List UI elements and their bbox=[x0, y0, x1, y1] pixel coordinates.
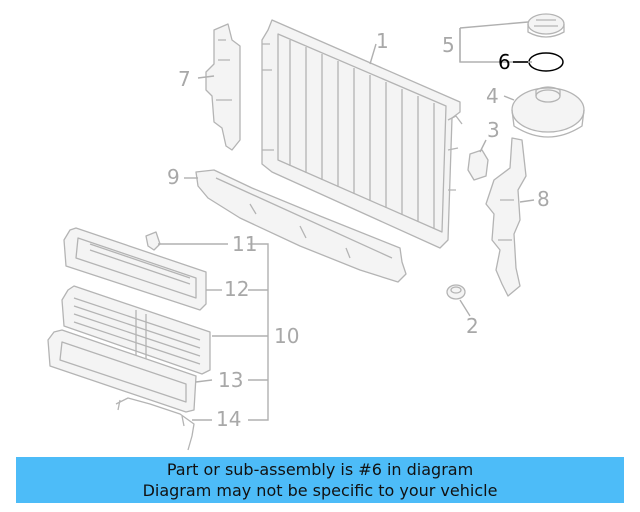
callout-1: 1 bbox=[376, 29, 389, 53]
part-grille-lower bbox=[47, 329, 197, 413]
callout-2: 2 bbox=[466, 314, 479, 338]
callout-7: 7 bbox=[178, 67, 191, 91]
callout-12: 12 bbox=[224, 277, 249, 301]
banner-line-disclaimer: Diagram may not be specific to your vehi… bbox=[142, 481, 498, 500]
callout-13: 13 bbox=[218, 368, 243, 392]
part-bracket bbox=[467, 149, 489, 181]
part-grille-upper bbox=[63, 227, 207, 311]
callout-6: 6 bbox=[498, 50, 511, 74]
part-air-deflector-left bbox=[205, 23, 241, 151]
callout-3: 3 bbox=[487, 118, 500, 142]
callout-labels: 1 2 3 4 5 6 7 8 9 10 11 12 13 14 bbox=[167, 29, 550, 431]
callout-4: 4 bbox=[486, 84, 499, 108]
part-grommet bbox=[446, 284, 466, 300]
part-expansion-tank bbox=[511, 86, 585, 138]
part-radiator bbox=[261, 19, 463, 249]
callout-10: 10 bbox=[274, 324, 299, 348]
info-banner: Part or sub-assembly is #6 in diagram Di… bbox=[16, 457, 624, 503]
leader-lines bbox=[158, 21, 535, 421]
callout-8: 8 bbox=[537, 187, 550, 211]
callout-5: 5 bbox=[442, 33, 455, 57]
part-wire-harness bbox=[115, 397, 195, 451]
part-air-deflector-right bbox=[485, 137, 527, 297]
callout-11: 11 bbox=[232, 232, 257, 256]
callout-9: 9 bbox=[167, 165, 180, 189]
part-seal-ring bbox=[528, 52, 564, 72]
callout-14: 14 bbox=[216, 407, 241, 431]
part-cap bbox=[527, 13, 565, 38]
part-shutter-assembly bbox=[61, 285, 211, 375]
banner-line-part: Part or sub-assembly is #6 in diagram bbox=[166, 460, 474, 479]
parts-diagram: 1 2 3 4 5 6 7 8 9 10 11 12 13 14 bbox=[47, 13, 585, 451]
part-lower-deflector bbox=[195, 169, 407, 283]
part-sensor bbox=[145, 231, 161, 251]
